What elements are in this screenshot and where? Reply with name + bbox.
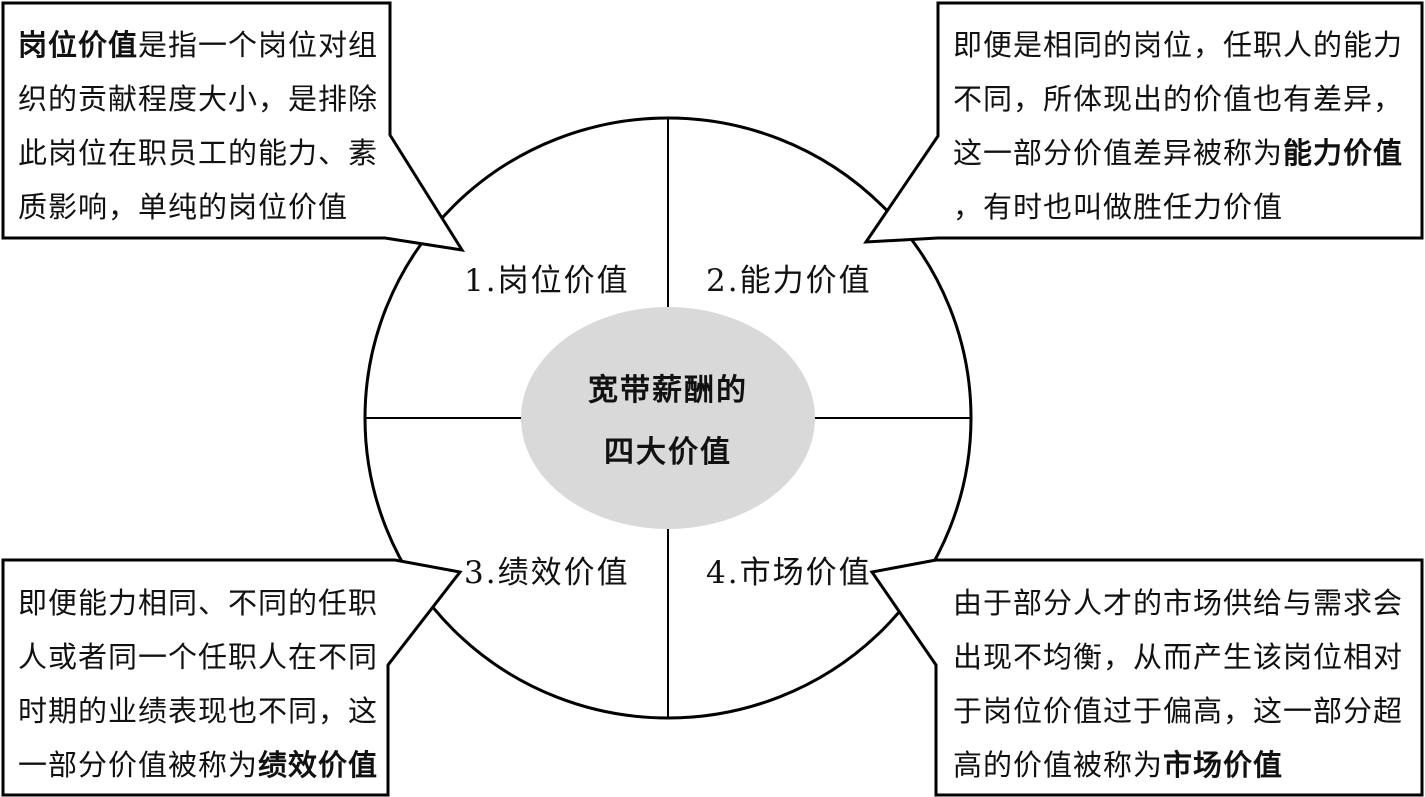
callout-bottom-right-shape bbox=[869, 558, 1424, 797]
callout-bottom-left-line2: 人或者同一个任职人在不同 bbox=[18, 640, 379, 674]
callout-top-left-text: 岗位价值是指一个岗位对组 织的贡献程度大小，是排除 此岗位在职员工的能力、素 质… bbox=[18, 18, 383, 234]
callout-bottom-left-line1: 即便能力相同、不同的任职 bbox=[18, 586, 379, 620]
term-ability-value: 能力价值 bbox=[1283, 136, 1404, 170]
callout-top-right-line2: 不同，所体现出的价值也有差异， bbox=[953, 82, 1404, 116]
callout-bottom-right-line4-plain: 高的价值被称为 bbox=[953, 748, 1164, 782]
quadrant-label-4: 4.市场价值 bbox=[706, 555, 872, 591]
center-title-line1: 宽带薪酬的 bbox=[588, 373, 748, 408]
callout-bottom-right-text: 由于部分人才的市场供给与需求会 出现不均衡，从而产生该岗位相对 于岗位价值过于偏… bbox=[953, 576, 1413, 792]
callout-top-left-line2: 织的贡献程度大小，是排除 bbox=[18, 82, 379, 116]
center-ellipse bbox=[521, 307, 815, 529]
quadrant-label-3: 3.绩效价值 bbox=[464, 555, 630, 591]
callout-bottom-right-line3: 于岗位价值过于偏高，这一部分超 bbox=[953, 694, 1404, 728]
term-performance-value: 绩效价值 bbox=[258, 748, 379, 782]
callout-bottom-left-line3: 时期的业绩表现也不同，这 bbox=[18, 694, 379, 728]
term-market-value: 市场价值 bbox=[1163, 748, 1284, 782]
callout-top-left-line1-rest: 是指一个岗位对组 bbox=[138, 28, 379, 62]
callout-top-left-line4: 质影响，单纯的岗位价值 bbox=[18, 190, 349, 224]
callout-top-right-line3-plain: 这一部分价值差异被称为 bbox=[953, 136, 1284, 170]
callout-top-right-line3: 这一部分价值差异被称为能力价值 bbox=[953, 126, 1413, 180]
callout-bottom-right-line2: 出现不均衡，从而产生该岗位相对 bbox=[953, 640, 1404, 674]
callout-bottom-left-line4-plain: 一部分价值被称为 bbox=[18, 748, 259, 782]
term-position-value: 岗位价值 bbox=[18, 28, 139, 62]
callout-bottom-left-shape bbox=[1, 558, 463, 797]
callout-top-left-line1: 岗位价值是指一个岗位对组 bbox=[18, 18, 383, 72]
callout-bottom-right-line4: 高的价值被称为市场价值 bbox=[953, 738, 1413, 792]
callout-top-right-line4: ，有时也叫做胜任力价值 bbox=[953, 190, 1284, 224]
center-title: 宽带薪酬的 四大价值 bbox=[548, 360, 788, 484]
center-title-line2: 四大价值 bbox=[604, 435, 732, 470]
callout-top-right-text: 即便是相同的岗位，任职人的能力 不同，所体现出的价值也有差异， 这一部分价值差异… bbox=[953, 18, 1413, 234]
callout-top-right-line1: 即便是相同的岗位，任职人的能力 bbox=[953, 28, 1404, 62]
callout-bottom-right-line1: 由于部分人才的市场供给与需求会 bbox=[953, 586, 1404, 620]
quadrant-label-2: 2.能力价值 bbox=[706, 263, 872, 299]
callout-top-left-shape bbox=[1, 1, 466, 252]
callout-bottom-left-line4: 一部分价值被称为绩效价值 bbox=[18, 738, 383, 792]
callout-bottom-left-text: 即便能力相同、不同的任职 人或者同一个任职人在不同 时期的业绩表现也不同，这 一… bbox=[18, 576, 383, 792]
callout-top-left-line3: 此岗位在职员工的能力、素 bbox=[18, 136, 379, 170]
callout-top-right-shape bbox=[863, 1, 1424, 244]
quadrant-label-1: 1.岗位价值 bbox=[464, 263, 630, 299]
